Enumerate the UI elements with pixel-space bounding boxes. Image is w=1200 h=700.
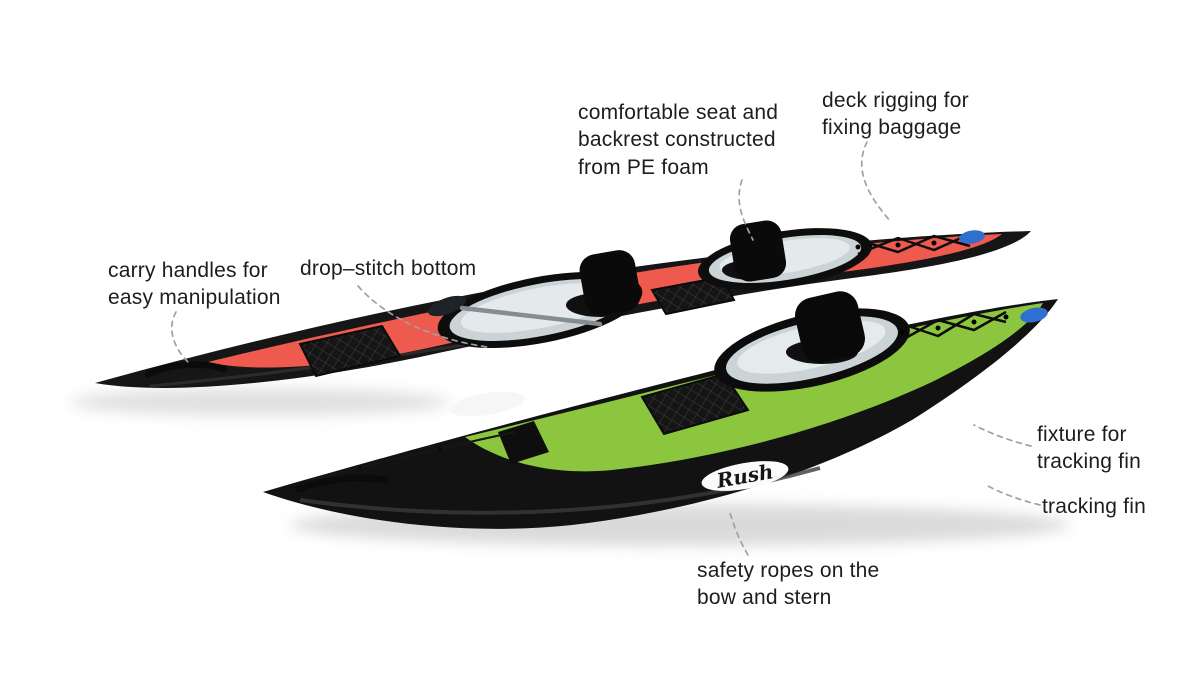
rear-kayak-deck-rigging bbox=[855, 232, 973, 256]
brand-badge bbox=[1020, 307, 1048, 323]
rope-anchor bbox=[437, 446, 443, 452]
label-comfortable-seat: comfortable seat and backrest constructe… bbox=[578, 101, 779, 179]
rear-deck-mesh-pocket-mid bbox=[650, 275, 736, 316]
paddle-shaft bbox=[459, 305, 603, 327]
front-kayak-deck-rigging bbox=[899, 310, 1009, 342]
label-tracking-fin: tracking fin bbox=[1042, 495, 1146, 518]
front-deck-mesh-pocket bbox=[640, 372, 750, 436]
label-deck-rigging: deck rigging for fixing baggage bbox=[822, 89, 969, 140]
rear-kayak bbox=[95, 220, 1031, 417]
label-carry-handles: carry handles for easy manipulation bbox=[108, 259, 281, 310]
label-drop-stitch: drop–stitch bottom bbox=[300, 257, 477, 280]
front-deck-strap bbox=[498, 421, 549, 464]
leader-lines bbox=[171, 141, 1041, 556]
front-kayak-safety-rope bbox=[311, 431, 516, 481]
leader-fixture-fin bbox=[973, 424, 1032, 447]
label-safety-ropes: safety ropes on the bow and stern bbox=[697, 559, 880, 610]
label-fixture-fin: fixture for tracking fin bbox=[1037, 423, 1141, 474]
rear-kayak-logo-patch bbox=[449, 391, 525, 417]
rear-kayak-carry-handle bbox=[144, 361, 228, 378]
shadow-rear-kayak bbox=[70, 388, 450, 416]
brand-badge bbox=[959, 230, 985, 244]
leader-safety-ropes bbox=[728, 508, 749, 556]
front-kayak-carry-handle bbox=[294, 475, 390, 493]
leader-seat bbox=[738, 179, 754, 241]
rope-anchor bbox=[357, 465, 363, 471]
paddle-blade bbox=[428, 295, 466, 317]
logo-patch bbox=[701, 461, 789, 491]
leader-deck-rigging bbox=[861, 141, 892, 223]
front-seat-backrest bbox=[579, 250, 641, 316]
rear-deck-mesh-pocket-front bbox=[298, 324, 402, 378]
front-kayak-seat-backrest bbox=[794, 291, 866, 363]
leader-tracking-fin bbox=[987, 485, 1041, 506]
leader-drop-stitch bbox=[357, 285, 488, 348]
rear-seat-backrest bbox=[729, 220, 787, 282]
leader-carry-handles bbox=[171, 311, 191, 365]
front-kayak: Rush bbox=[263, 291, 1058, 529]
